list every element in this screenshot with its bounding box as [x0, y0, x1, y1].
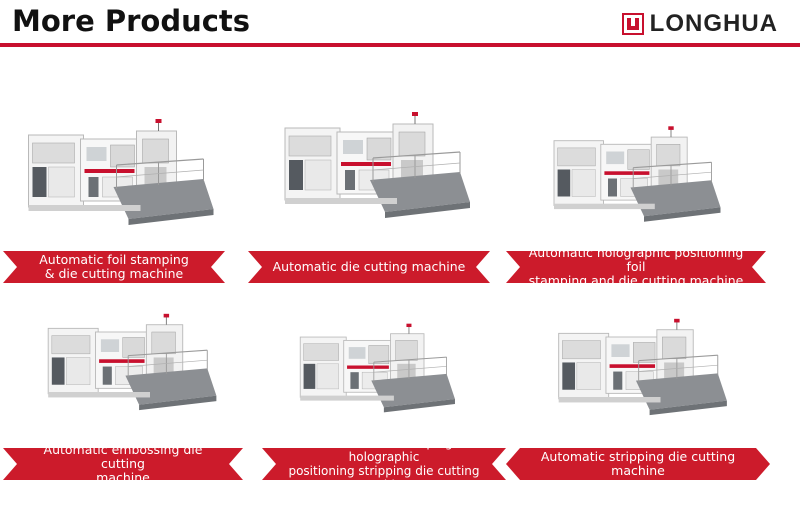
- product-label-3: Automatic holographic positioning foil s…: [506, 245, 766, 288]
- product-label-2: Automatic die cutting machine: [248, 251, 490, 283]
- product-label-5: Dual-unit foil stamping holographic posi…: [262, 436, 506, 492]
- product-name-1: Automatic foil stamping & die cutting ma…: [39, 252, 189, 281]
- product-image-5: [268, 322, 483, 414]
- product-image-2: [275, 106, 475, 224]
- product-label-6: Automatic stripping die cutting machine: [506, 448, 770, 480]
- brand-logo: LONGHUA: [621, 10, 778, 37]
- product-image-6: [548, 317, 733, 417]
- product-image-1: [16, 117, 221, 227]
- product-name-2: Automatic die cutting machine: [272, 259, 466, 274]
- product-image-4: [30, 312, 230, 412]
- header: More Products LONGHUA: [0, 0, 800, 50]
- product-name-4: Automatic embossing die cutting machine: [43, 442, 203, 485]
- longhua-logo-icon: [621, 13, 644, 35]
- product-name-3: Automatic holographic positioning foil s…: [528, 245, 744, 288]
- logo-text: LONGHUA: [649, 10, 778, 37]
- product-image-3: [545, 124, 725, 224]
- header-divider: [0, 43, 800, 47]
- page-title: More Products: [12, 4, 251, 38]
- product-label-1: Automatic foil stamping & die cutting ma…: [3, 251, 225, 283]
- product-name-5: Dual-unit foil stamping holographic posi…: [288, 436, 480, 492]
- product-label-4: Automatic embossing die cutting machine: [3, 442, 243, 485]
- product-name-6: Automatic stripping die cutting machine: [540, 449, 736, 478]
